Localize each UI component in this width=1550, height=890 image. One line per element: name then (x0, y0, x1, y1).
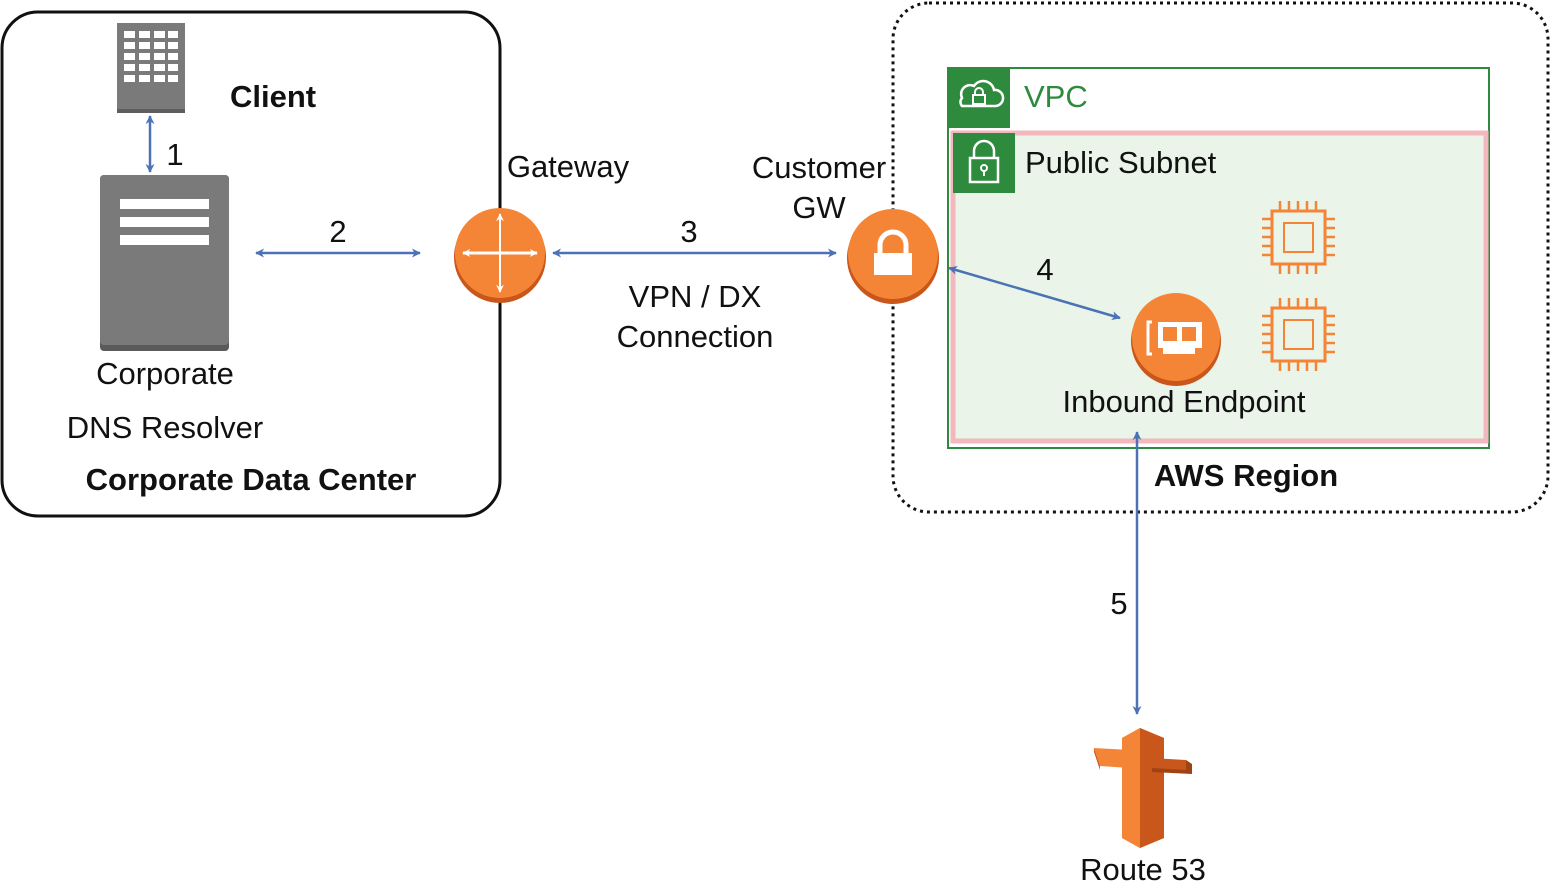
corporate-data-center: Corporate Data Center (0, 10, 502, 518)
step-3-label: 3 (680, 214, 697, 249)
customer-gw-label-line1: Customer (752, 150, 886, 185)
aws-region-label: AWS Region (1154, 458, 1338, 493)
customer-gw-label-line2: GW (792, 190, 846, 225)
ec2-instance-icon (1262, 201, 1335, 274)
server-icon (100, 175, 229, 351)
step-2-label: 2 (329, 214, 346, 249)
inbound-endpoint: Inbound Endpoint (1062, 293, 1306, 419)
connection-label-line1: VPN / DX (629, 279, 762, 314)
router-icon (454, 208, 546, 303)
customer-gateway: Customer GW (752, 150, 939, 304)
route53-label: Route 53 (1080, 852, 1206, 887)
network-interface-icon (1131, 293, 1221, 386)
subnet-lock-icon (953, 133, 1015, 193)
client-label: Client (230, 79, 316, 114)
resolver-label-line1: Corporate (96, 356, 234, 391)
route53-signpost-icon (1094, 728, 1192, 848)
step-1-label: 1 (166, 137, 183, 172)
vpc-cloud-lock-icon (948, 68, 1010, 128)
corporate-data-center-label: Corporate Data Center (86, 462, 417, 497)
public-subnet-label: Public Subnet (1025, 145, 1217, 180)
gateway: Gateway (454, 149, 630, 303)
resolver-label-line2: DNS Resolver (67, 410, 263, 445)
vpn-lock-icon (847, 209, 939, 304)
arrow-step-4 (948, 265, 1121, 321)
step-4-label: 4 (1036, 252, 1053, 287)
step-5-label: 5 (1110, 586, 1127, 621)
inbound-endpoint-label: Inbound Endpoint (1062, 384, 1305, 419)
ec2-instance-icon (1262, 298, 1335, 371)
corporate-dns-resolver: Corporate DNS Resolver (67, 175, 263, 445)
client: Client (117, 23, 316, 114)
vpc-label: VPC (1024, 79, 1088, 114)
server-rack-icon (117, 23, 185, 113)
connection-label-line2: Connection (617, 319, 774, 354)
route53: Route 53 (1080, 728, 1206, 887)
gateway-label: Gateway (507, 149, 630, 184)
arrows (145, 115, 1142, 715)
